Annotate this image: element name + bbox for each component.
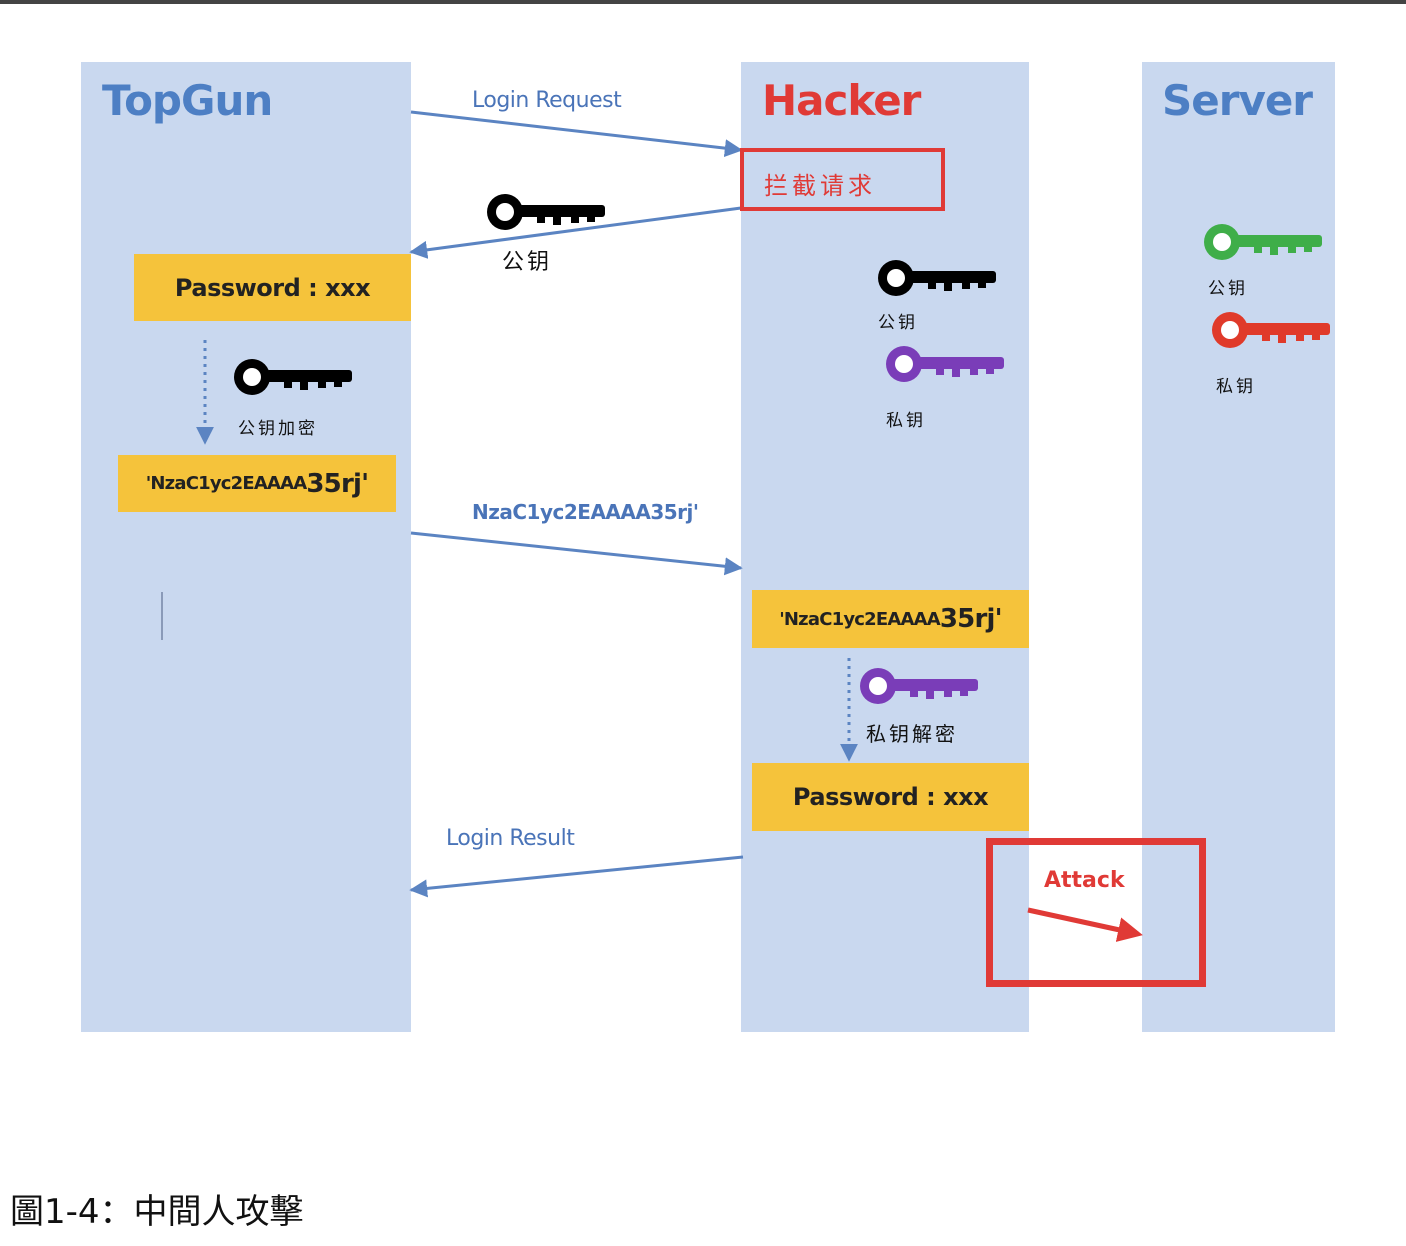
hacker-lane bbox=[741, 62, 1029, 1032]
key-icon bbox=[886, 346, 1004, 382]
topgun-lane bbox=[81, 62, 411, 1032]
server-private-key-label: 私钥 bbox=[1216, 377, 1256, 397]
login-result-arrow bbox=[409, 855, 744, 898]
text-cursor bbox=[161, 592, 163, 640]
server-public-key-label: 公钥 bbox=[1208, 279, 1248, 299]
ciphertext-arrow bbox=[410, 531, 743, 576]
hacker-password-box: Password : xxx bbox=[752, 763, 1029, 831]
topgun-password-text: Password : xxx bbox=[174, 273, 371, 302]
topgun-password-box: Password : xxx bbox=[134, 254, 411, 321]
login-request-arrow bbox=[410, 110, 743, 158]
key-icon bbox=[487, 194, 605, 230]
key-icon bbox=[860, 668, 978, 704]
attack-label: Attack bbox=[1044, 868, 1125, 893]
hacker-public-key-label: 公钥 bbox=[878, 313, 918, 333]
public-key-label: 公钥 bbox=[502, 250, 553, 275]
topgun-cipher-suffix: 35rj' bbox=[306, 468, 369, 499]
attack-box bbox=[986, 838, 1206, 987]
intercept-box bbox=[740, 148, 945, 211]
hacker-cipher-suffix: 35rj' bbox=[939, 604, 1003, 634]
attack-arrow bbox=[1027, 907, 1143, 942]
hacker-title: Hacker bbox=[762, 76, 921, 125]
public-key-arrow bbox=[409, 206, 742, 259]
intercept-label: 拦截请求 bbox=[764, 172, 876, 200]
key-icon bbox=[234, 359, 352, 395]
top-border bbox=[0, 0, 1406, 4]
hacker-cipher-prefix: 'NzaC1yc2EAAAA bbox=[779, 608, 940, 630]
topgun-encrypt-label: 公钥加密 bbox=[238, 419, 318, 439]
key-icon bbox=[1212, 312, 1330, 348]
key-icon bbox=[878, 260, 996, 296]
hacker-decrypt-label: 私钥解密 bbox=[866, 722, 958, 746]
key-icon bbox=[1204, 224, 1322, 260]
ciphertext-message-label: NzaC1yc2EAAAA35rj' bbox=[472, 500, 699, 524]
server-lane bbox=[1142, 62, 1335, 1032]
server-title: Server bbox=[1162, 76, 1313, 125]
hacker-password-text: Password : xxx bbox=[792, 783, 989, 811]
figure-caption: 圖1-4：中間人攻擊 bbox=[10, 1192, 304, 1232]
topgun-cipher-prefix: 'NzaC1yc2EAAAA bbox=[145, 473, 307, 494]
login-result-label: Login Result bbox=[446, 826, 575, 851]
hacker-private-key-label: 私钥 bbox=[886, 411, 926, 431]
login-request-label: Login Request bbox=[472, 88, 622, 113]
topgun-title: TopGun bbox=[102, 76, 273, 125]
